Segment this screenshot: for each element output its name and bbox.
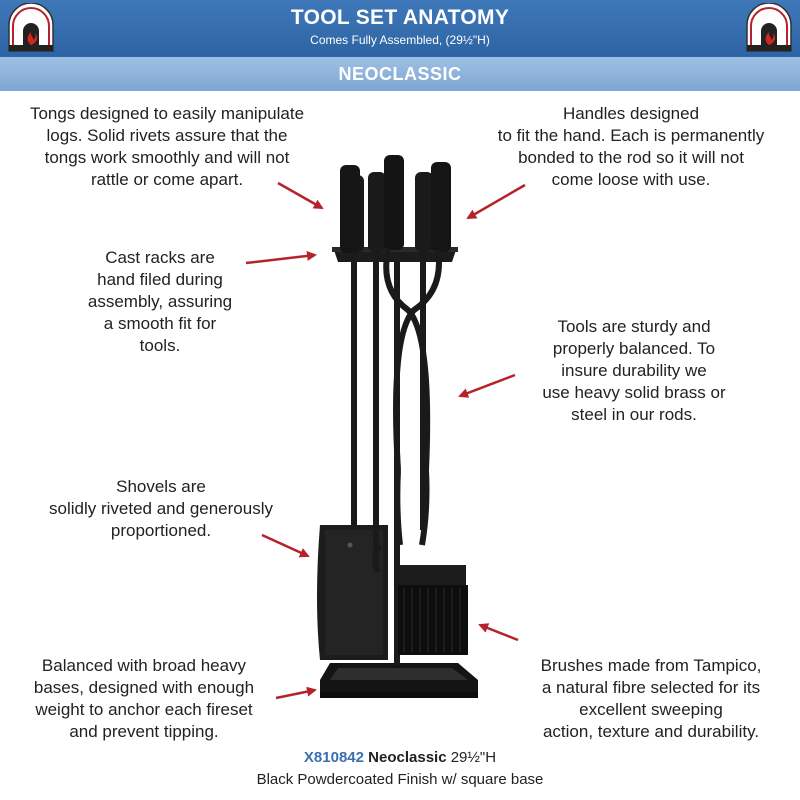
page-subtitle: Comes Fully Assembled, (29½"H) bbox=[310, 33, 490, 47]
arrow-tools bbox=[458, 373, 516, 398]
fireplace-logo-icon bbox=[8, 3, 54, 52]
fireplace-logo-icon bbox=[746, 3, 792, 52]
note-brushes: Brushes made from Tampico, a natural fib… bbox=[540, 656, 762, 741]
arrow-tongs bbox=[277, 181, 324, 210]
arrow-racks bbox=[245, 250, 317, 265]
arrow-bases bbox=[275, 686, 317, 700]
arrow-handles bbox=[466, 183, 526, 220]
product-caption: X810842 Neoclassic 29½"H bbox=[0, 749, 800, 766]
product-name: Neoclassic bbox=[368, 749, 447, 766]
collection-name: NEOCLASSIC bbox=[0, 57, 800, 91]
product-height: 29½"H bbox=[450, 749, 497, 766]
arrow-shovels bbox=[261, 533, 310, 558]
note-handles: Handles designed to fit the hand. Each i… bbox=[497, 104, 765, 189]
note-tongs: Tongs designed to easily manipulate logs… bbox=[29, 104, 305, 189]
header-bar: TOOL SET ANATOMY Comes Fully Assembled, … bbox=[0, 0, 800, 57]
page-title: TOOL SET ANATOMY bbox=[290, 6, 510, 29]
arrow-brushes bbox=[478, 623, 519, 642]
product-sku: X810842 bbox=[303, 749, 364, 766]
note-racks: Cast racks are hand filed during assembl… bbox=[87, 248, 233, 355]
note-tools: Tools are sturdy and properly balanced. … bbox=[542, 317, 726, 424]
note-shovels: Shovels are solidly riveted and generous… bbox=[49, 477, 273, 540]
product-finish: Black Powdercoated Finish w/ square base bbox=[256, 771, 544, 788]
note-bases: Balanced with broad heavy bases, designe… bbox=[33, 656, 255, 741]
